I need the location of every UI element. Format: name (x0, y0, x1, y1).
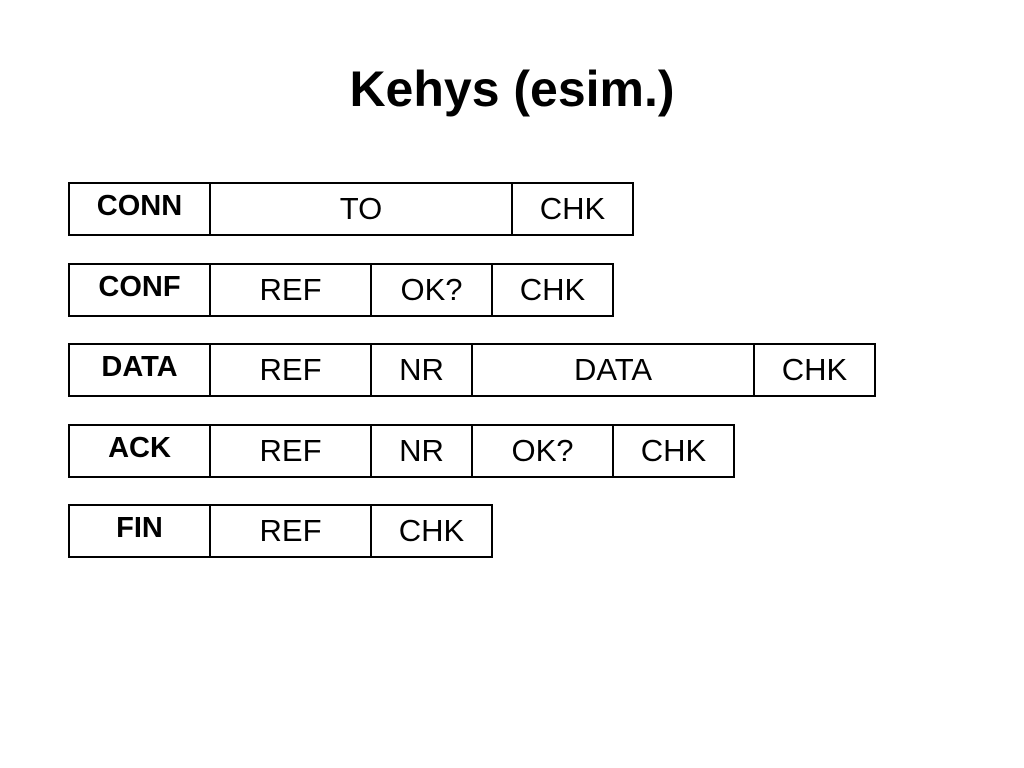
frame-type-cell: DATA (70, 345, 211, 395)
field-cell: OK? (372, 265, 493, 315)
field-cell: OK? (473, 426, 614, 476)
frame-conf: CONF REF OK? CHK (68, 263, 614, 317)
field-cell: CHK (640, 433, 707, 468)
field-cell: REF (211, 265, 372, 315)
field-cell: REF (211, 506, 372, 556)
field-cell: TO (211, 184, 513, 234)
frame-type-cell: CONF (70, 265, 211, 315)
field-cell: REF (211, 426, 372, 476)
frame-fin: FIN REF CHK (68, 504, 493, 558)
frame-type-cell: CONN (70, 184, 211, 234)
frame-type-cell: FIN (70, 506, 211, 556)
field-cell: CHK (398, 513, 465, 548)
frame-conn: CONN TO CHK (68, 182, 634, 236)
frame-data: DATA REF NR DATA CHK (68, 343, 876, 397)
frame-type-cell: ACK (70, 426, 211, 476)
field-cell: CHK (539, 191, 606, 226)
frame-ack: ACK REF NR OK? CHK (68, 424, 735, 478)
field-cell: CHK (519, 272, 586, 307)
field-cell: NR (372, 426, 473, 476)
slide-title: Kehys (esim.) (349, 61, 675, 117)
field-cell: NR (372, 345, 473, 395)
field-cell: CHK (781, 352, 848, 387)
field-cell: DATA (473, 345, 755, 395)
field-cell: REF (211, 345, 372, 395)
